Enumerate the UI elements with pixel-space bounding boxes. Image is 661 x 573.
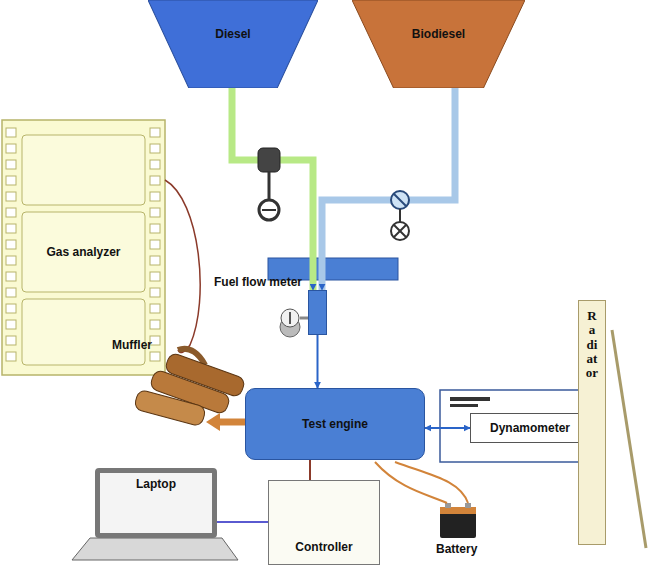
exhaust-arrow xyxy=(206,413,220,431)
connector xyxy=(309,460,311,480)
node-text: Laptop xyxy=(136,477,176,491)
analyzer-panel xyxy=(22,212,145,292)
laptop-base xyxy=(72,538,238,560)
analyzer-frame xyxy=(2,120,165,375)
fuel-flow-meter: Fuel flow meter xyxy=(308,290,327,335)
connector xyxy=(317,335,319,388)
node-text: Dynamometer xyxy=(490,421,570,435)
node-text: Test engine xyxy=(302,417,368,431)
analyzer-panel xyxy=(22,299,145,365)
node-text: Controller xyxy=(295,540,352,554)
connector xyxy=(217,521,268,523)
tank-outline xyxy=(148,0,318,88)
vent xyxy=(450,404,478,407)
dynamometer-box: Dynamometer xyxy=(470,413,590,443)
muffler xyxy=(134,352,246,427)
probe-wire xyxy=(165,180,200,352)
controller: Controller xyxy=(268,480,380,565)
biodiesel-tank: Biodiesel xyxy=(352,0,525,88)
battery-label: Battery xyxy=(436,542,477,556)
radiator: Radiator xyxy=(578,300,606,545)
laptop-screen: Laptop xyxy=(95,468,217,538)
vent xyxy=(450,397,490,401)
gauge xyxy=(281,309,299,327)
muffler-label: Muffler xyxy=(112,338,152,352)
connector xyxy=(322,88,455,290)
battery xyxy=(440,503,476,538)
radiator-stand xyxy=(612,330,646,548)
connector xyxy=(232,88,313,290)
exhaust-pipe xyxy=(218,419,245,426)
node-text: Biodiesel xyxy=(412,27,465,41)
battery-wire xyxy=(395,462,468,503)
node-text: Fuel flow meter xyxy=(214,275,302,289)
node-text: Gas analyzer xyxy=(46,245,120,259)
diesel-tank: Diesel xyxy=(148,0,318,88)
analyzer-panel xyxy=(22,135,145,205)
gauge-needle xyxy=(289,312,291,324)
connector xyxy=(425,427,470,429)
biodiesel-valve xyxy=(391,191,409,240)
diesel-valve xyxy=(258,148,280,220)
gauge-stem xyxy=(300,317,308,320)
gas-analyzer: Gas analyzer xyxy=(22,212,145,292)
node-text: Radiator xyxy=(586,309,599,380)
node-text: Diesel xyxy=(215,27,250,41)
tank-outline xyxy=(352,0,525,88)
test-engine: Test engine xyxy=(245,388,425,460)
